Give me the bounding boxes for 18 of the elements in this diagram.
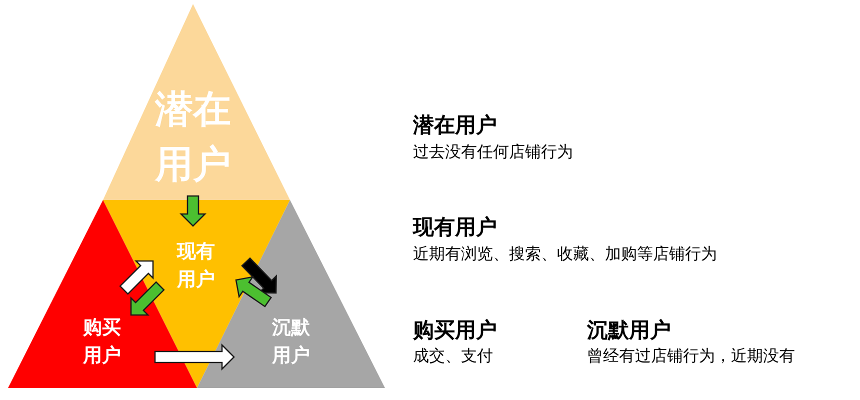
block-arrow (241, 257, 277, 294)
block-arrow (235, 276, 272, 308)
heading: 沉默用户 (587, 317, 671, 344)
node-label: 现有用户 (176, 239, 216, 292)
block-arrow (130, 281, 165, 316)
heading: 现有用户 (413, 214, 497, 241)
block-arrow (119, 260, 154, 295)
description: 成交、支付 (413, 346, 493, 367)
node-label: 购买用户 (82, 315, 122, 368)
block-arrow (154, 343, 235, 371)
description: 过去没有任何店铺行为 (413, 142, 573, 163)
block-arrow (179, 195, 207, 227)
description: 近期有浏览、搜索、收藏、加购等店铺行为 (413, 244, 717, 265)
node-label: 潜在用户 (154, 86, 232, 188)
heading: 潜在用户 (413, 112, 497, 139)
heading: 购买用户 (413, 317, 497, 344)
node-label: 沉默用户 (270, 315, 311, 368)
description: 曾经有过店铺行为，近期没有 (587, 346, 795, 367)
